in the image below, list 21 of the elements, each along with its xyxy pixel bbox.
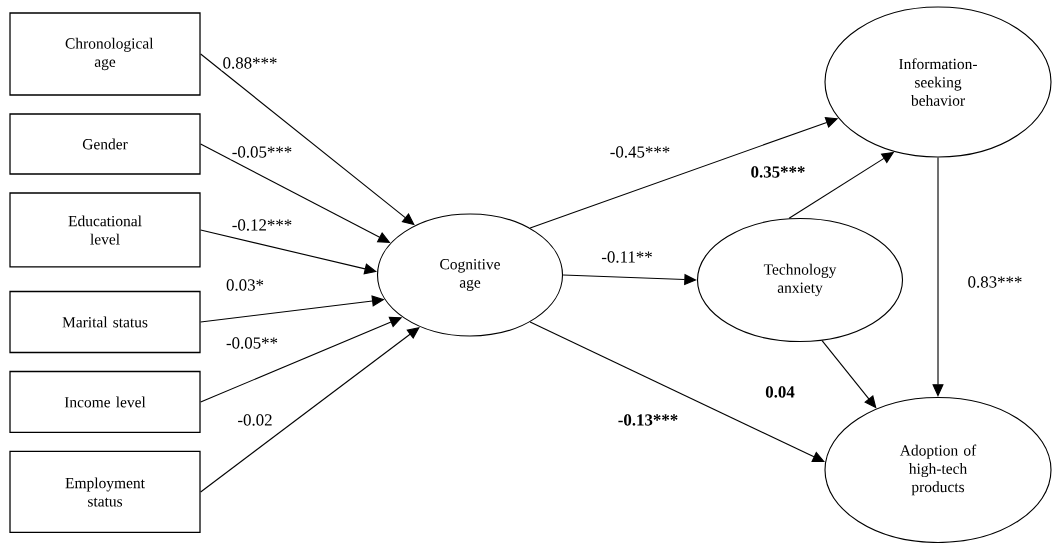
- edge-label: 0.04: [763, 384, 797, 400]
- arrow: [821, 340, 877, 409]
- edge-label: 0.35***: [749, 164, 807, 180]
- edge-label: -0.45***: [608, 144, 672, 160]
- variable-box: Marital status: [9, 290, 201, 354]
- arrow: [200, 53, 415, 226]
- edge-label: -0.12***: [230, 217, 294, 233]
- edge-label: 0.03*: [224, 277, 266, 293]
- variable-box: Chronological age: [9, 12, 201, 96]
- edge-label: -0.05***: [230, 144, 294, 160]
- edge-label: -0.02: [236, 412, 274, 428]
- edge-label: -0.13***: [616, 412, 680, 428]
- edge-label: -0.05**: [224, 335, 280, 351]
- arrow: [932, 157, 944, 397]
- edge-label: 0.83***: [966, 274, 1024, 290]
- variable-box: Educational level: [9, 192, 201, 268]
- edge-label: -0.11**: [599, 249, 655, 265]
- variable-box: Income level: [9, 370, 201, 434]
- variable-box: Gender: [9, 113, 201, 175]
- variable-box: Employment status: [9, 450, 201, 534]
- edge-label: 0.88***: [221, 55, 279, 71]
